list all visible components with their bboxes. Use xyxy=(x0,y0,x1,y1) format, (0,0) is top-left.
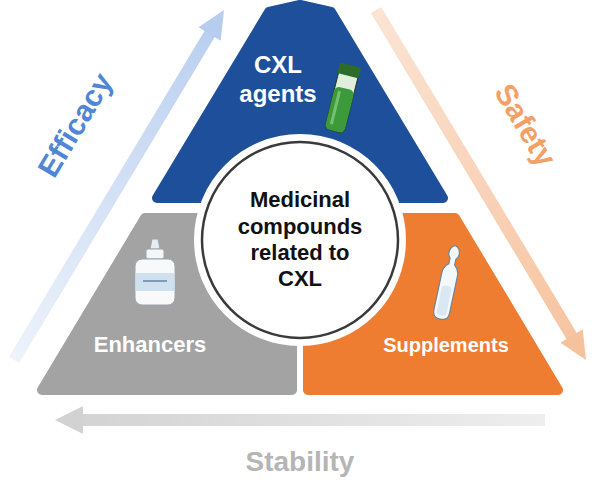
stability-arrow xyxy=(55,406,545,434)
node-text: Medicinal compounds related to CXL xyxy=(230,187,370,293)
safety-label: Safety xyxy=(487,77,563,172)
ampoule-icon xyxy=(432,244,463,321)
region-fill xyxy=(308,218,558,390)
center-circle: Medicinal compounds related to CXL xyxy=(190,130,410,350)
bottle-icon xyxy=(135,239,175,305)
circle-ring xyxy=(194,134,406,346)
node-text: Enhancers xyxy=(75,332,225,358)
stability-label: Stability xyxy=(246,446,355,478)
node-text: Supplements xyxy=(371,333,521,357)
efficacy-label: Efficacy xyxy=(31,67,120,183)
node-text: CXL agents xyxy=(223,51,333,109)
region-fill xyxy=(42,218,292,390)
vial-icon xyxy=(324,62,362,133)
circle-outline xyxy=(202,142,398,338)
